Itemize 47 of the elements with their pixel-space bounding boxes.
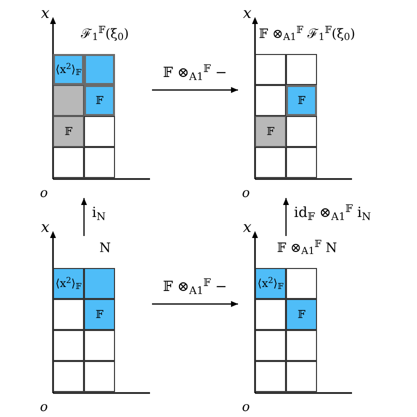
arrow (81, 198, 87, 236)
grid-cell (286, 330, 317, 361)
origin-label: o (40, 186, 48, 201)
grid-cell (286, 116, 317, 147)
grid-cell: 𝔽 (84, 85, 115, 116)
grid-cell (84, 330, 115, 361)
axis-label: x (243, 6, 252, 21)
grid-cell: 𝔽 (286, 85, 317, 116)
grid-cell (286, 147, 317, 178)
grid-cell (53, 299, 84, 330)
arrow (283, 198, 289, 236)
grid-cell (84, 116, 115, 147)
grid-cell (84, 54, 115, 85)
grid-cell (53, 147, 84, 178)
origin-label: o (242, 400, 250, 415)
grid-cell (255, 85, 286, 116)
origin-label: o (40, 400, 48, 415)
grid-cell (84, 361, 115, 392)
arrow (152, 301, 238, 307)
axis-label: x (243, 220, 252, 235)
grid-cell (53, 361, 84, 392)
grid-cell: 𝔽 (286, 299, 317, 330)
grid-cell (255, 330, 286, 361)
grid-cell (255, 299, 286, 330)
grid-cell (53, 330, 84, 361)
grid-cell: 𝔽 (255, 116, 286, 147)
grid-cell: ⟨x$^{2}$⟩$_{𝔽}$ (53, 54, 84, 85)
grid-cell (286, 361, 317, 392)
axis-label: x (41, 6, 50, 21)
axis-label: x (41, 220, 50, 235)
grid-cell (255, 147, 286, 178)
grid-cell: ⟨x$^{2}$⟩$_{𝔽}$ (255, 268, 286, 299)
grid-cell: ⟨x$^{2}$⟩$_{𝔽}$ (53, 268, 84, 299)
grid-cell (286, 54, 317, 85)
origin-label: o (242, 186, 250, 201)
grid-cell: 𝔽 (84, 299, 115, 330)
grid-cell (84, 268, 115, 299)
grid-cell (255, 361, 286, 392)
grid-cell (255, 54, 286, 85)
edge-label: i$_{N}$ (92, 205, 106, 221)
grid-cell (53, 85, 84, 116)
module-heading: ℱ$_{1}$$^{𝔽}$(ξ$_{0}$) (81, 28, 129, 41)
module-heading: N (99, 242, 111, 255)
arrow (152, 87, 238, 93)
grid-cell: 𝔽 (53, 116, 84, 147)
grid-cell (286, 268, 317, 299)
grid-cell (84, 147, 115, 178)
